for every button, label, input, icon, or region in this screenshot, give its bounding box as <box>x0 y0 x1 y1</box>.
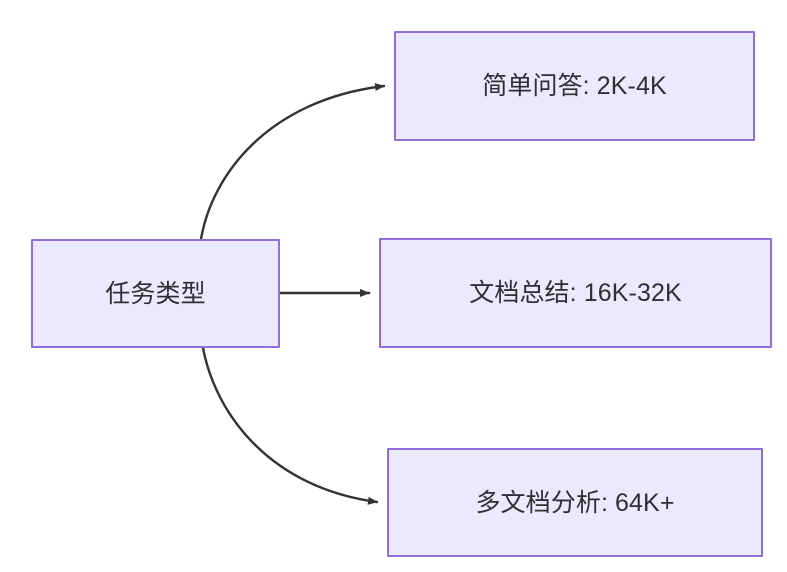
node-multi-document-analysis-label: 多文档分析: 64K+ <box>475 488 675 517</box>
node-simple-qa[interactable]: 简单问答: 2K-4K <box>394 31 755 141</box>
node-multi-document-analysis[interactable]: 多文档分析: 64K+ <box>387 448 763 557</box>
node-simple-qa-label: 简单问答: 2K-4K <box>482 72 667 100</box>
node-task-type-label: 任务类型 <box>105 279 206 308</box>
edge-root-to-qa <box>199 83 386 241</box>
node-document-summary[interactable]: 文档总结: 16K-32K <box>379 238 772 348</box>
edge-root-to-multidoc <box>201 346 379 505</box>
node-task-type[interactable]: 任务类型 <box>31 239 280 348</box>
node-document-summary-label: 文档总结: 16K-32K <box>469 279 682 307</box>
